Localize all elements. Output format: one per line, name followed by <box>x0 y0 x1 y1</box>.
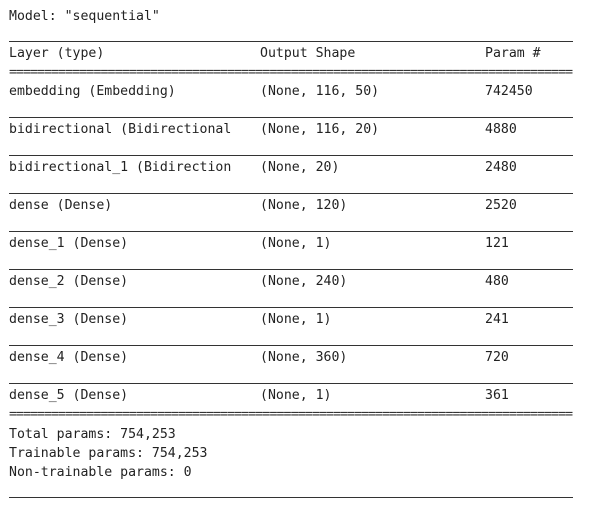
header-layer: Layer (type) <box>9 46 105 61</box>
layer-output-shape: (None, 1) <box>260 388 332 403</box>
top-rule <box>9 41 573 42</box>
row-divider <box>9 269 573 270</box>
layer-name: dense (Dense) <box>9 198 113 213</box>
layer-name: dense_3 (Dense) <box>9 312 129 327</box>
layer-params: 742450 <box>485 84 533 99</box>
non-trainable-params: Non-trainable params: 0 <box>9 465 192 480</box>
layer-params: 2480 <box>485 160 517 175</box>
layer-name: dense_2 (Dense) <box>9 274 129 289</box>
header-output-shape: Output Shape <box>260 46 356 61</box>
bottom-rule <box>9 497 573 498</box>
layer-params: 720 <box>485 350 509 365</box>
layer-params: 2520 <box>485 198 517 213</box>
row-divider <box>9 155 573 156</box>
layer-name: dense_5 (Dense) <box>9 388 129 403</box>
header-params: Param # <box>485 46 541 61</box>
layer-name: dense_1 (Dense) <box>9 236 129 251</box>
layer-params: 4880 <box>485 122 517 137</box>
row-divider <box>9 383 573 384</box>
layer-output-shape: (None, 20) <box>260 160 340 175</box>
layer-params: 121 <box>485 236 509 251</box>
layer-output-shape: (None, 240) <box>260 274 348 289</box>
layer-params: 480 <box>485 274 509 289</box>
layer-name: bidirectional_1 (Bidirection <box>9 160 232 175</box>
footer-separator: ========================================… <box>9 410 573 420</box>
row-divider <box>9 193 573 194</box>
total-params: Total params: 754,253 <box>9 427 176 442</box>
row-divider <box>9 307 573 308</box>
layer-output-shape: (None, 116, 20) <box>260 122 380 137</box>
layer-name: embedding (Embedding) <box>9 84 176 99</box>
layer-output-shape: (None, 116, 50) <box>260 84 380 99</box>
row-divider <box>9 231 573 232</box>
layer-name: bidirectional (Bidirectional <box>9 122 232 137</box>
layer-output-shape: (None, 120) <box>260 198 348 213</box>
layer-output-shape: (None, 1) <box>260 312 332 327</box>
layer-output-shape: (None, 360) <box>260 350 348 365</box>
layer-params: 241 <box>485 312 509 327</box>
trainable-params: Trainable params: 754,253 <box>9 446 208 461</box>
header-separator: ========================================… <box>9 68 573 78</box>
model-title: Model: "sequential" <box>9 9 160 24</box>
layer-output-shape: (None, 1) <box>260 236 332 251</box>
layer-name: dense_4 (Dense) <box>9 350 129 365</box>
row-divider <box>9 117 573 118</box>
row-divider <box>9 345 573 346</box>
layer-params: 361 <box>485 388 509 403</box>
